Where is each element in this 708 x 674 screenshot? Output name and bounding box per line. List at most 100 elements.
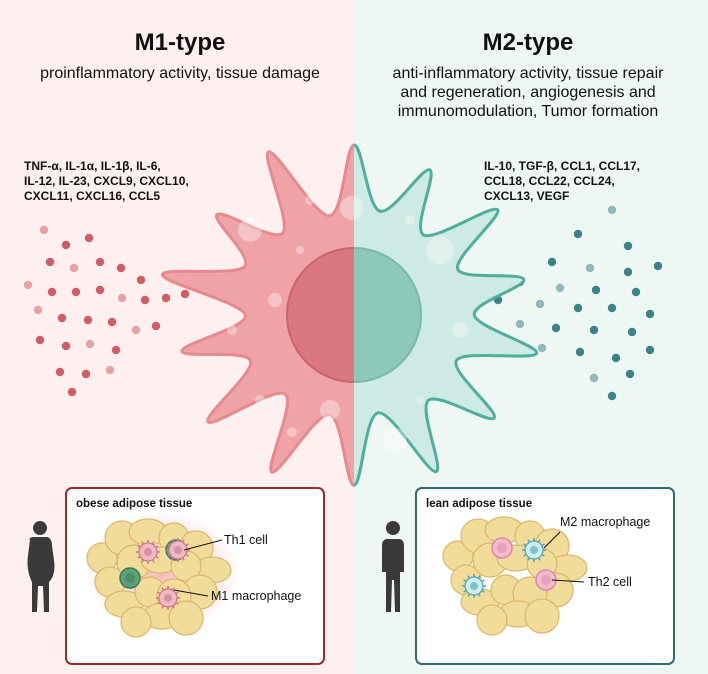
fat-cell <box>524 598 560 634</box>
m2-cytokine-dot <box>611 353 621 363</box>
m1-cytokine-dot <box>136 275 146 285</box>
m1-cytokine-dot <box>57 313 67 323</box>
m1-cytokines-line-2: IL-12, IL-23, CXCL9, CXCL10, <box>24 174 189 188</box>
m1-cytokine-dot <box>140 295 150 305</box>
m2-cytokine-dot <box>573 229 583 239</box>
m2-cytokine-dot <box>515 319 525 329</box>
m2-cytokine-dot <box>607 391 617 401</box>
obese-person-icon <box>27 521 55 612</box>
m1-cytokine-dot <box>61 341 71 351</box>
m1-cytokine-dots <box>23 225 190 397</box>
lean-box-title: lean adipose tissue <box>426 498 532 510</box>
m1-macrophage <box>136 540 160 564</box>
m1-cytokine-dot <box>105 365 115 375</box>
m1-cytokine-dot <box>151 321 161 331</box>
obese-adipose-tissue-box: obese adipose tissue Th1 cell M1 macroph… <box>65 487 325 665</box>
vesicle <box>305 195 315 205</box>
m1-cytokine-dot <box>45 257 55 267</box>
m2-cytokine-dot <box>625 369 635 379</box>
m1-cytokine-dot <box>55 367 65 377</box>
m2-macrophage-half <box>354 143 539 487</box>
m2-macrophage <box>522 538 546 562</box>
fat-cell <box>476 604 508 636</box>
m2-cytokine-dot <box>589 325 599 335</box>
m1-cytokine-dot <box>67 387 77 397</box>
vesicle <box>268 293 282 307</box>
m1-cytokine-dot <box>117 293 127 303</box>
m2-cytokine-dot <box>645 309 655 319</box>
th1-cell <box>119 567 141 589</box>
m2-cytokine-dot <box>547 257 557 267</box>
m2-cytokine-dot <box>627 327 637 337</box>
th2-pointer <box>551 579 585 583</box>
m2-cytokine-dot <box>607 205 617 215</box>
cell-vesicles <box>227 195 468 452</box>
m2-cytokines-line-2: CCL18, CCL22, CCL24, <box>484 174 615 188</box>
m1-cytokine-dot <box>180 289 190 299</box>
m2-cytokine-dot <box>537 343 547 353</box>
m1-macrophage-half <box>160 143 354 487</box>
m1-cytokine-dot <box>131 325 141 335</box>
vesicle <box>340 196 364 220</box>
m1-nucleus-half <box>286 247 354 383</box>
m1-macrophage-label: M1 macrophage <box>211 589 301 603</box>
vesicle <box>287 427 297 437</box>
m2-cytokine-dot <box>535 299 545 309</box>
m2-subtitle-line-1: anti-inflammatory activity, tissue repai… <box>393 65 665 82</box>
m1-cytokines-line-1: TNF-α, IL-1α, IL-1β, IL-6, <box>24 159 161 173</box>
lean-immune-cells <box>462 537 557 598</box>
obese-box-title: obese adipose tissue <box>76 498 192 510</box>
vesicle <box>416 396 424 404</box>
m1-macrophage <box>156 586 180 610</box>
m2-cytokine-dot <box>573 303 583 313</box>
m2-cytokines-line-1: IL-10, TGF-β, CCL1, CCL17, <box>484 159 640 173</box>
m2-pointer <box>543 531 561 549</box>
m1-cytokine-dot <box>84 233 94 243</box>
m1-subtitle: proinflammatory activity, tissue damage <box>40 65 320 82</box>
m2-cytokine-dot <box>623 241 633 251</box>
m2-cytokine-dot <box>589 373 599 383</box>
vesicle <box>320 400 340 420</box>
th2-cell-label: Th2 cell <box>588 575 632 589</box>
m2-title: M2-type <box>483 29 574 56</box>
m2-cytokine-dot <box>623 267 633 277</box>
m1-title: M1-type <box>135 29 226 56</box>
m1-cytokine-dot <box>81 369 91 379</box>
m2-cytokine-dot <box>585 263 595 273</box>
vesicle <box>383 428 407 452</box>
m1-cytokine-dot <box>95 285 105 295</box>
th1-pointer <box>183 539 223 551</box>
m2-cytokine-dot <box>555 283 565 293</box>
m1-cytokine-dot <box>107 317 117 327</box>
m1-cytokines-line-3: CXCL11, CXCL16, CCL5 <box>24 189 160 203</box>
m2-cytokine-dot <box>631 287 641 297</box>
m1-cytokine-dot <box>33 305 43 315</box>
m1-cytokine-dot <box>71 287 81 297</box>
m2-subtitle-line-2: and regeneration, angiogenesis and <box>400 84 655 101</box>
m2-macrophage-label: M2 macrophage <box>560 515 650 529</box>
vesicle <box>452 322 468 338</box>
m2-macrophage <box>462 574 486 598</box>
lean-person-icon <box>382 521 404 612</box>
m1-cytokine-dot <box>35 335 45 345</box>
m2-cytokines-line-3: CXCL13, VEGF <box>484 189 569 203</box>
vesicle <box>405 215 415 225</box>
m1-cytokine-dot <box>23 280 33 290</box>
m1-cytokine-dot <box>61 240 71 250</box>
m1-cytokine-dot <box>69 263 79 273</box>
macrophage-cell <box>160 143 539 487</box>
vesicle <box>238 218 262 242</box>
m2-cytokine-dot <box>645 345 655 355</box>
obese-immune-cells <box>119 538 190 610</box>
th2-cell <box>491 537 513 559</box>
m1-cytokine-dot <box>47 287 57 297</box>
fat-cell <box>120 606 152 638</box>
m2-nucleus-half <box>354 247 422 383</box>
th1-cell-label: Th1 cell <box>224 533 268 547</box>
m1-cytokine-dot <box>83 315 93 325</box>
m2-subtitle-line-3: immunomodulation, Tumor formation <box>398 103 659 120</box>
m2-cytokine-dot <box>575 347 585 357</box>
lean-adipose-tissue-box: lean adipose tissue M2 macrophage Th2 ce… <box>415 487 675 665</box>
